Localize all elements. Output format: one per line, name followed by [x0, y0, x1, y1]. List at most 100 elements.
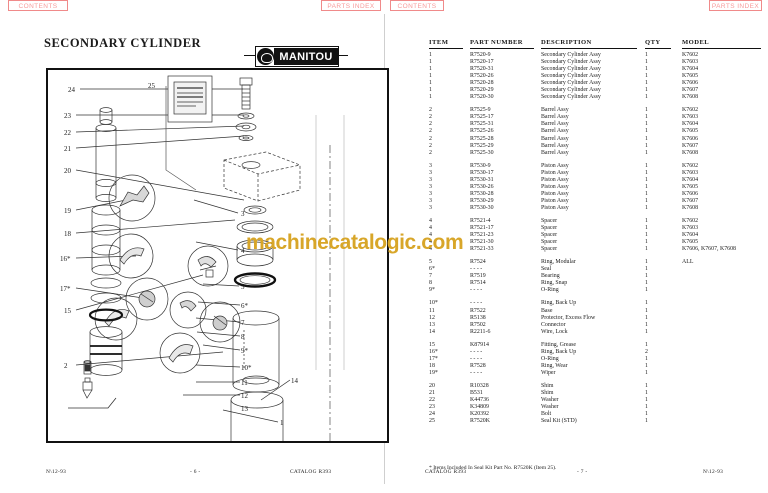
cell-part-number: - - - -: [470, 266, 483, 273]
cell-part-number: R7525-17: [470, 114, 494, 121]
cell-part-number: R7520-17: [470, 59, 494, 66]
parts-index-button-right[interactable]: PARTS INDEX: [709, 0, 762, 11]
manitou-emblem-icon: [257, 48, 274, 65]
cell-model: K7607: [682, 87, 699, 94]
cell-description: Wire, Lock: [541, 328, 568, 335]
cell-model: ALL: [682, 259, 694, 266]
callout-19: 19: [64, 207, 72, 215]
callout-23: 23: [64, 112, 72, 120]
cell-part-number: - - - -: [470, 355, 483, 362]
cell-qty: 1: [645, 307, 648, 314]
contents-button-right[interactable]: CONTENTS: [390, 0, 444, 11]
cell-part-number: R7520-28: [470, 80, 494, 87]
cell-qty: 1: [645, 232, 648, 239]
cell-item: 16*: [429, 348, 438, 355]
callout-25: 25: [148, 82, 156, 90]
callout-15: 15: [64, 307, 72, 315]
cell-item: 4: [429, 246, 432, 253]
cell-part-number: R7530-29: [470, 197, 494, 204]
callout-17: 17*: [60, 285, 71, 293]
cell-model: K7602: [682, 162, 699, 169]
callout-14: 14: [291, 377, 299, 385]
callout-3: 3: [241, 210, 245, 218]
cell-model: K7604: [682, 176, 699, 183]
cell-description: Barrel Assy: [541, 107, 569, 114]
cell-part-number: R7521-23: [470, 232, 494, 239]
cell-item: 21: [429, 389, 435, 396]
contents-button-left[interactable]: CONTENTS: [8, 0, 68, 11]
cell-model: K7607: [682, 142, 699, 149]
cell-part-number: - - - -: [470, 287, 483, 294]
column-header-qty: QTY: [645, 39, 661, 46]
cell-qty: 1: [645, 266, 648, 273]
cell-qty: 1: [645, 355, 648, 362]
cell-item: 3: [429, 183, 432, 190]
cell-description: Wiper: [541, 369, 556, 376]
cell-model: K7607: [682, 197, 699, 204]
cell-description: Ring, Back Up: [541, 300, 577, 307]
cell-description: Barrel Assy: [541, 149, 569, 156]
cell-qty: 1: [645, 66, 648, 73]
cell-part-number: R7530-30: [470, 204, 494, 211]
cell-description: Connector: [541, 321, 566, 328]
parts-index-button-left[interactable]: PARTS INDEX: [321, 0, 381, 11]
cell-item: 1: [429, 87, 432, 94]
cell-item: 2: [429, 135, 432, 142]
callout-22: 22: [64, 129, 72, 137]
cell-description: Fitting, Grease: [541, 341, 577, 348]
cell-description: Piston Assy: [541, 190, 569, 197]
callout-9: 9*: [241, 347, 249, 355]
cell-part-number: R10328: [470, 382, 489, 389]
cell-model: K7602: [682, 217, 699, 224]
cell-part-number: R7525-9: [470, 107, 491, 114]
cell-description: Piston Assy: [541, 183, 569, 190]
